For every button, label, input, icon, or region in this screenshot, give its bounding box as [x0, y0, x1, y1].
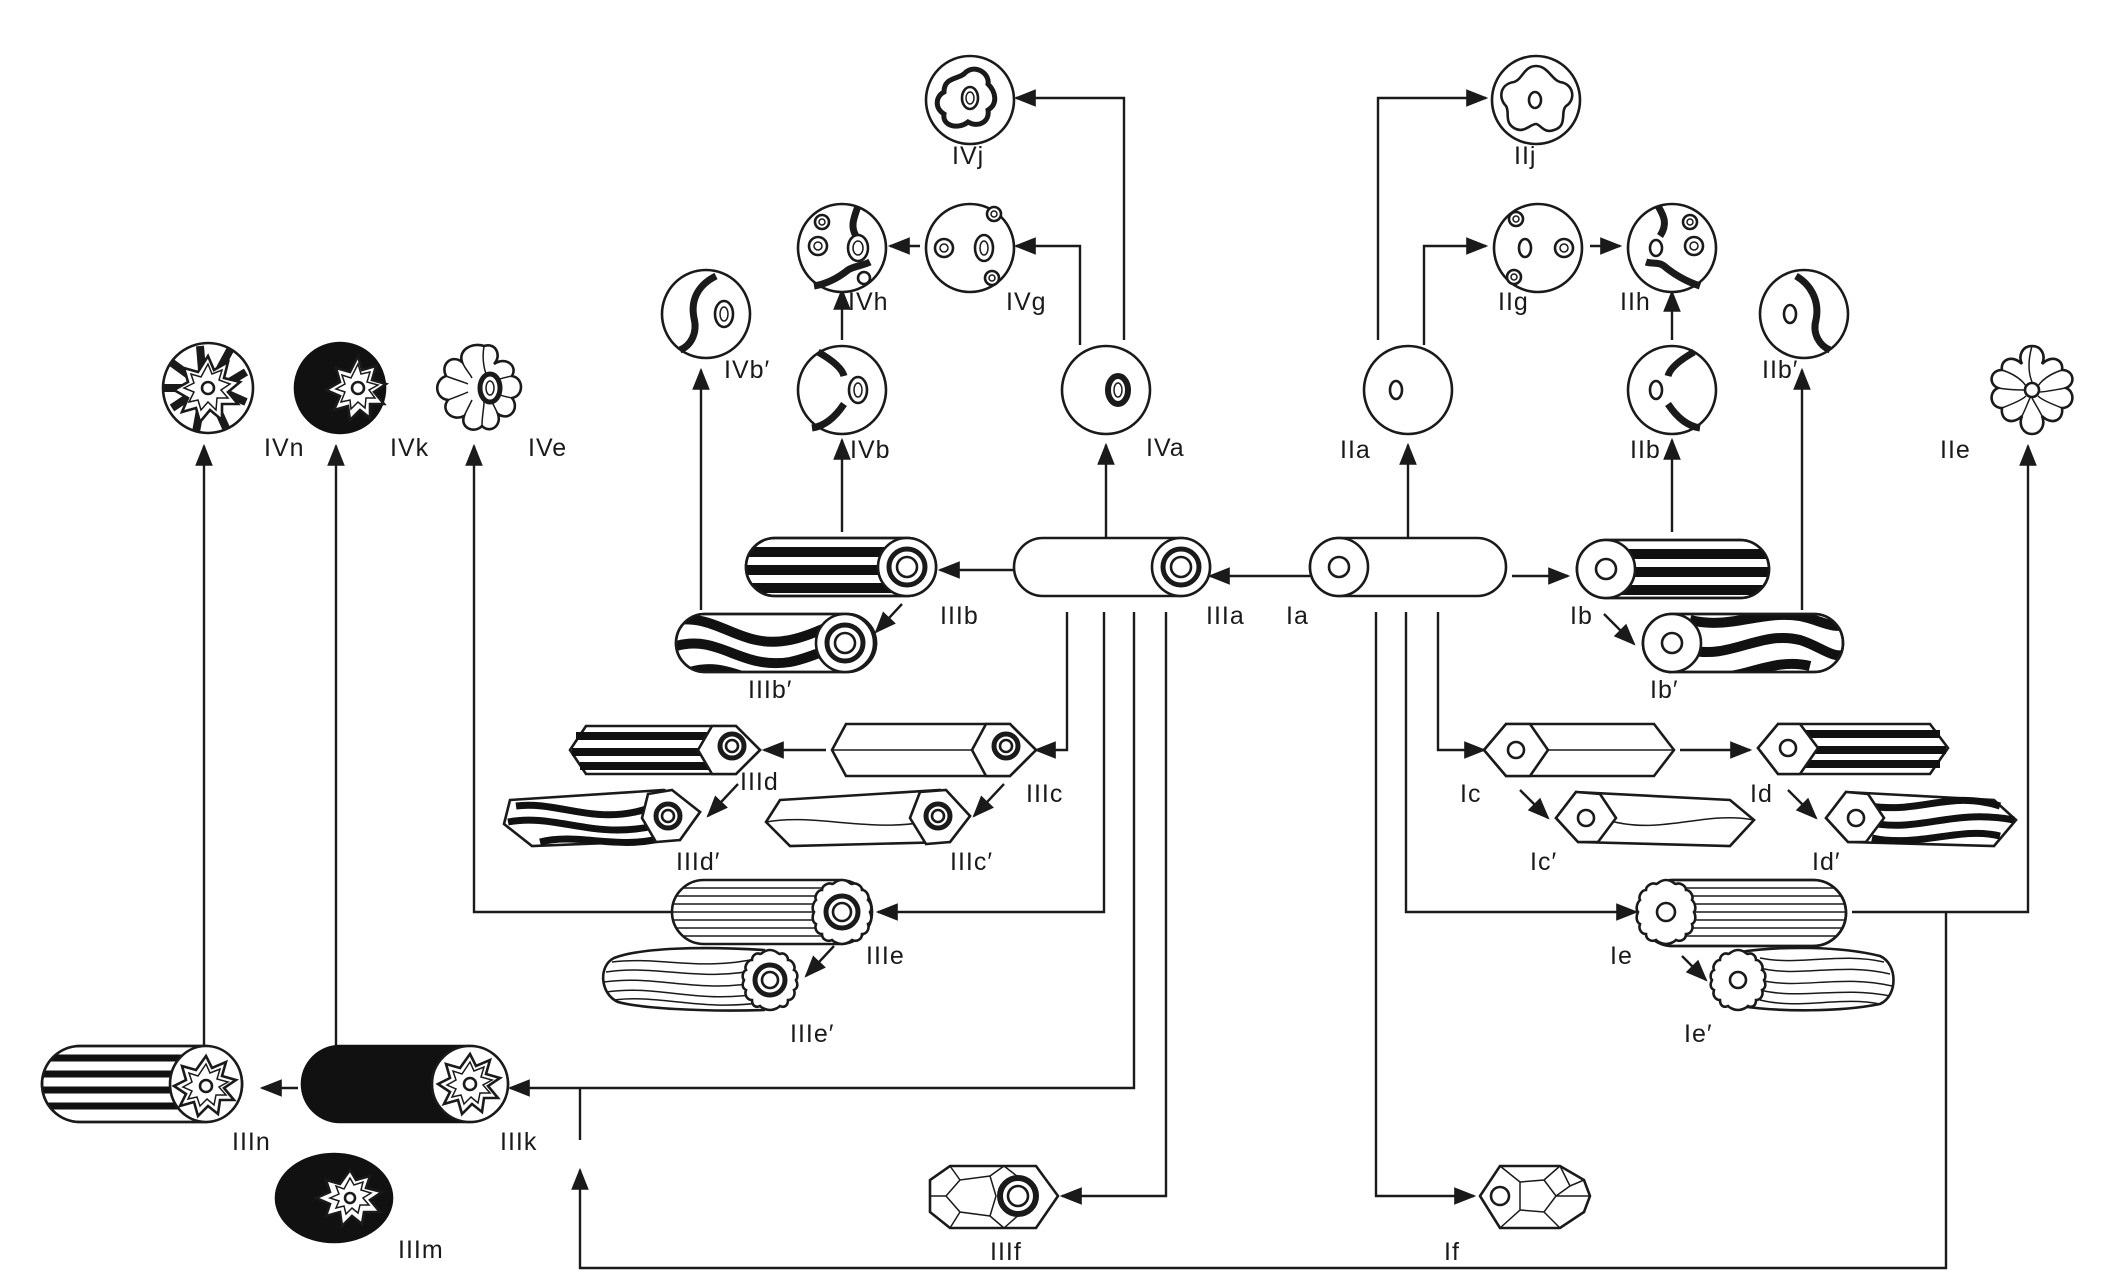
- node-IIIc: [830, 722, 1038, 778]
- node-Ie: [1635, 878, 1848, 948]
- node-Ic: [1482, 722, 1676, 778]
- node-Ic-prime: [1554, 790, 1756, 848]
- label-IIIf: IIIf: [990, 1238, 1022, 1266]
- node-IIIn: [40, 1044, 244, 1124]
- label-IVk: IVk: [390, 434, 429, 462]
- node-Id-prime: [1824, 790, 2018, 848]
- node-IIh: [1626, 202, 1718, 294]
- node-IVj: [924, 54, 1016, 146]
- label-IIIb-prime: IIIb′: [748, 676, 792, 704]
- label-IIId-prime: IIId′: [676, 848, 720, 876]
- label-IIIa: IIIa: [1206, 602, 1245, 630]
- label-If: If: [1444, 1238, 1460, 1266]
- node-IIIf: [928, 1164, 1060, 1230]
- label-IIb-prime: IIb′: [1762, 356, 1798, 384]
- labels: IVj IIj IVh IVg IIg IIh IVb′ IIb′ IVn IV…: [232, 142, 1971, 1266]
- node-IVb: [796, 344, 888, 436]
- label-IIj: IIj: [1514, 142, 1536, 170]
- label-IVn: IVn: [264, 434, 305, 462]
- label-IIe: IIe: [1940, 436, 1971, 464]
- label-Ib-prime: Ib′: [1650, 676, 1679, 704]
- node-IVg: [924, 202, 1016, 294]
- label-IVg: IVg: [1006, 288, 1047, 316]
- label-Ie-prime: Ie′: [1684, 1020, 1713, 1048]
- node-IVn: [161, 341, 255, 435]
- node-IIIb-prime: [674, 612, 878, 674]
- node-Ie-prime: [1709, 946, 1895, 1012]
- node-IIg: [1492, 202, 1584, 294]
- node-IIIe-prime: [601, 946, 799, 1012]
- node-Ib-prime: [1641, 612, 1845, 674]
- node-IIIm: [274, 1152, 394, 1244]
- node-If: [1478, 1164, 1592, 1230]
- label-Ie: Ie: [1610, 942, 1633, 970]
- label-IIIe: IIIe: [866, 942, 905, 970]
- node-IVh: [796, 202, 888, 294]
- node-IVk: [293, 341, 390, 435]
- node-IIId: [568, 724, 762, 776]
- node-IIIb: [744, 536, 938, 598]
- label-IVj: IVj: [952, 142, 984, 170]
- node-IIe: [1990, 344, 2074, 436]
- label-IIa: IIa: [1340, 436, 1371, 464]
- label-Ia: Ia: [1286, 602, 1309, 630]
- node-IIj: [1490, 54, 1582, 146]
- node-Ib: [1575, 538, 1771, 600]
- node-IVe: [435, 343, 523, 431]
- label-IIh: IIh: [1620, 288, 1651, 316]
- label-IIIn: IIIn: [232, 1128, 271, 1156]
- node-Ia: [1308, 536, 1508, 598]
- label-Ic: Ic: [1460, 780, 1481, 808]
- label-IIIb: IIIb: [940, 602, 979, 630]
- node-IVa: [1060, 344, 1152, 436]
- node-IIb: [1626, 344, 1718, 436]
- label-IIIc: IIIc: [1026, 780, 1063, 808]
- label-Id-prime: Id′: [1812, 848, 1841, 876]
- label-IVb: IVb: [850, 436, 891, 464]
- label-IVe: IVe: [528, 434, 567, 462]
- node-IVb-prime: [660, 268, 752, 360]
- node-IIIe: [670, 878, 874, 946]
- node-IIIk: [300, 1044, 510, 1124]
- label-Ib: Ib: [1570, 602, 1593, 630]
- label-IVa: IVa: [1146, 434, 1185, 462]
- label-IIIc-prime: IIIc′: [950, 848, 993, 876]
- label-IVb-prime: IVb′: [724, 356, 770, 384]
- label-IIId: IIId: [740, 768, 779, 796]
- label-IIIm: IIIm: [398, 1236, 444, 1264]
- label-IVh: IVh: [848, 288, 889, 316]
- node-IIb-prime: [1758, 268, 1850, 360]
- node-IIIa: [1012, 536, 1212, 598]
- label-Ic-prime: Ic′: [1530, 848, 1557, 876]
- connector-lines: [195, 89, 2037, 1270]
- label-IIg: IIg: [1498, 288, 1529, 316]
- label-IIIe-prime: IIIe′: [790, 1020, 834, 1048]
- node-IIa: [1362, 344, 1454, 436]
- label-IIIk: IIIk: [500, 1128, 537, 1156]
- node-IIId-prime: [502, 788, 702, 848]
- node-Id: [1756, 722, 1950, 776]
- node-IIIc-prime: [764, 788, 972, 848]
- label-Id: Id: [1750, 780, 1773, 808]
- label-IIb: IIb: [1630, 436, 1661, 464]
